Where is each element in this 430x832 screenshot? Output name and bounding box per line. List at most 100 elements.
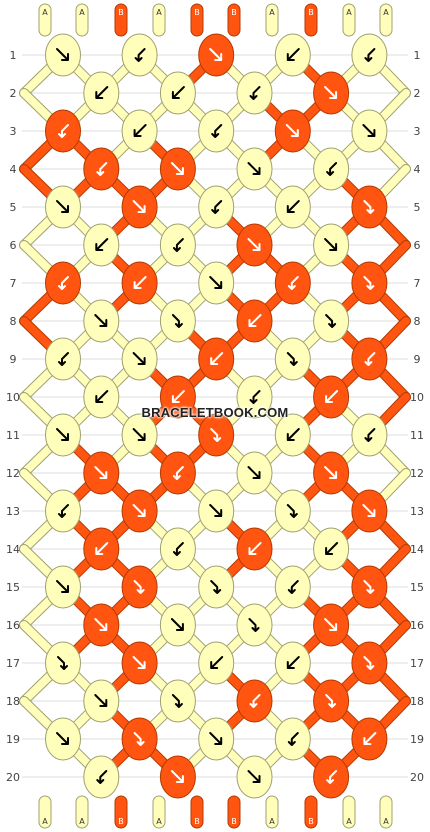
knot-arrow-icon <box>58 352 69 366</box>
knot <box>159 375 196 419</box>
knot-arrow-icon <box>362 504 376 517</box>
strand-letter: A <box>269 8 275 17</box>
row-label-right: 3 <box>414 125 421 138</box>
knot <box>121 109 158 153</box>
knot <box>313 71 350 115</box>
knot-arrow-icon <box>171 390 185 403</box>
knot <box>274 565 311 609</box>
strand-end <box>38 3 52 37</box>
knot <box>198 717 235 761</box>
row-label-left: 11 <box>6 429 20 442</box>
row-label-left: 3 <box>10 125 17 138</box>
knot <box>121 33 158 77</box>
row-label-left: 14 <box>6 543 20 556</box>
knot <box>198 641 235 685</box>
knot-arrow-icon <box>170 618 184 631</box>
knot <box>198 185 235 229</box>
knot <box>159 147 196 191</box>
knot-arrow-icon <box>324 86 338 99</box>
knot <box>121 489 158 533</box>
strand-letter: A <box>79 8 85 17</box>
knot-arrow-icon <box>57 656 68 670</box>
knot <box>351 717 388 761</box>
knot-arrow-icon <box>210 428 222 442</box>
knot-arrow-icon <box>210 656 224 669</box>
knot-arrow-icon <box>95 86 109 99</box>
knot <box>313 451 350 495</box>
knot-arrow-icon <box>171 86 185 99</box>
knot <box>351 565 388 609</box>
knot-arrow-icon <box>94 694 108 707</box>
knot-arrow-icon <box>132 504 146 517</box>
row-label-left: 1 <box>10 49 17 62</box>
knot-arrow-icon <box>96 162 108 176</box>
row-label-right: 12 <box>410 467 424 480</box>
knot <box>83 527 120 571</box>
knot-arrow-icon <box>134 48 146 62</box>
knot-arrow-icon <box>364 428 376 442</box>
knot-arrow-icon <box>325 314 337 328</box>
knot-grid <box>45 33 388 799</box>
strand-end <box>304 3 318 37</box>
strand-end <box>304 795 318 829</box>
knot-arrow-icon <box>286 428 300 441</box>
knot <box>351 109 388 153</box>
row-label-right: 20 <box>410 771 424 784</box>
knot-arrow-icon <box>364 48 376 62</box>
knot <box>198 489 235 533</box>
strand-letter: A <box>42 817 48 826</box>
row-label-left: 13 <box>6 505 20 518</box>
knot <box>351 413 388 457</box>
strand-end <box>114 795 128 829</box>
row-label-right: 19 <box>410 733 424 746</box>
knot-arrow-icon <box>363 276 375 290</box>
row-label-right: 9 <box>414 353 421 366</box>
knot <box>45 413 81 457</box>
row-label-right: 7 <box>414 277 421 290</box>
strand-letter: A <box>156 8 162 17</box>
row-label-right: 18 <box>410 695 424 708</box>
knot-arrow-icon <box>247 162 261 175</box>
knot-arrow-icon <box>132 428 146 441</box>
strand-end <box>114 3 128 37</box>
knot <box>274 717 311 761</box>
knot <box>159 223 196 267</box>
row-label-left: 9 <box>10 353 17 366</box>
knot <box>236 299 273 343</box>
row-label-left: 17 <box>6 657 20 670</box>
knot-arrow-icon <box>58 276 69 290</box>
knot <box>159 527 196 571</box>
strand-end <box>190 795 204 829</box>
knot-arrow-icon <box>286 504 298 518</box>
knot-arrow-icon <box>56 48 69 61</box>
knot <box>121 185 158 229</box>
knot <box>159 603 196 647</box>
knot-arrow-icon <box>58 124 69 138</box>
strand-letter: A <box>383 817 389 826</box>
knot-arrow-icon <box>286 352 298 366</box>
knot-arrow-icon <box>364 352 376 366</box>
knot <box>236 679 273 723</box>
knot <box>121 337 158 381</box>
row-label-left: 8 <box>10 315 17 328</box>
strand-end <box>379 795 393 829</box>
knot <box>236 71 273 115</box>
knot <box>159 451 196 495</box>
knot <box>351 489 388 533</box>
knot-arrow-icon <box>56 732 69 745</box>
knot <box>351 261 388 305</box>
knot-arrow-icon <box>171 694 183 708</box>
knot-arrow-icon <box>324 618 338 631</box>
knot <box>198 565 235 609</box>
knot <box>45 185 81 229</box>
strand-end <box>379 3 393 37</box>
knot <box>83 147 120 191</box>
knot-arrow-icon <box>287 580 299 594</box>
knot <box>313 679 350 723</box>
strand-letter: A <box>42 8 48 17</box>
knot <box>159 299 196 343</box>
row-label-left: 20 <box>6 771 20 784</box>
knot-arrow-icon <box>326 770 338 784</box>
